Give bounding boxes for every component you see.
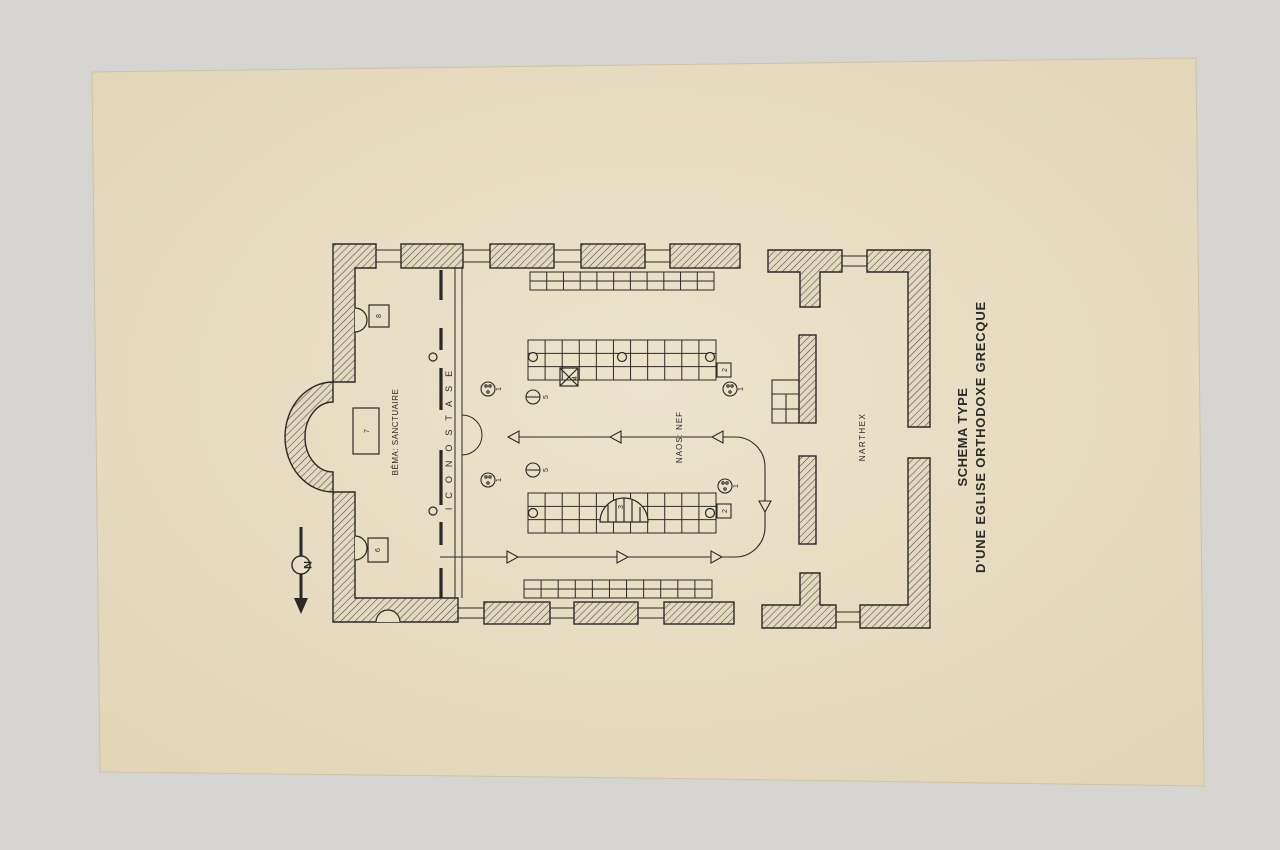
- candle-stands: [480, 381, 738, 494]
- wall-niches: [354, 307, 401, 623]
- iconostasis: [428, 268, 483, 598]
- pew-pillars: [527, 351, 716, 519]
- ambo: [599, 497, 649, 523]
- sanctuary-furniture: [352, 304, 390, 563]
- marker-4: 4: [572, 376, 579, 380]
- title-line-1: SCHEMA TYPE: [955, 388, 970, 487]
- paper-sheet: [91, 57, 1205, 787]
- marker-7: 7: [364, 429, 371, 433]
- marker-6: 6: [375, 548, 382, 552]
- iconostase-label: ICONOSTASE: [444, 362, 454, 510]
- marker-5-a: 5: [543, 395, 550, 399]
- element-4-box: [559, 367, 579, 387]
- pews: [523, 271, 717, 599]
- marker-8: 8: [376, 314, 383, 318]
- narthex-bench: [771, 379, 800, 424]
- wall-openings: [376, 249, 867, 623]
- north-arrow: [291, 527, 311, 614]
- marker-2-a: 2: [722, 368, 729, 372]
- bema-label: BÊMA: SANCTUAIRE: [391, 389, 400, 476]
- marker-2-b: 2: [722, 509, 729, 513]
- marker-1-c: 1: [738, 387, 745, 391]
- element-2-boxes: [716, 362, 732, 519]
- church-walls: [284, 243, 931, 629]
- marker-3: 3: [618, 505, 625, 509]
- icon-stands: [525, 389, 541, 478]
- north-arrow-label: N: [301, 561, 313, 569]
- procession-route: [440, 430, 772, 564]
- marker-1-a: 1: [496, 387, 503, 391]
- marker-1-d: 1: [733, 484, 740, 488]
- naos-label: NAOS: NEF: [675, 411, 684, 463]
- marker-1-b: 1: [496, 478, 503, 482]
- title-line-2: D'UNE EGLISE ORTHODOXE GRECQUE: [973, 301, 988, 573]
- narthex-label: NARTHEX: [858, 413, 867, 462]
- marker-5-b: 5: [543, 468, 550, 472]
